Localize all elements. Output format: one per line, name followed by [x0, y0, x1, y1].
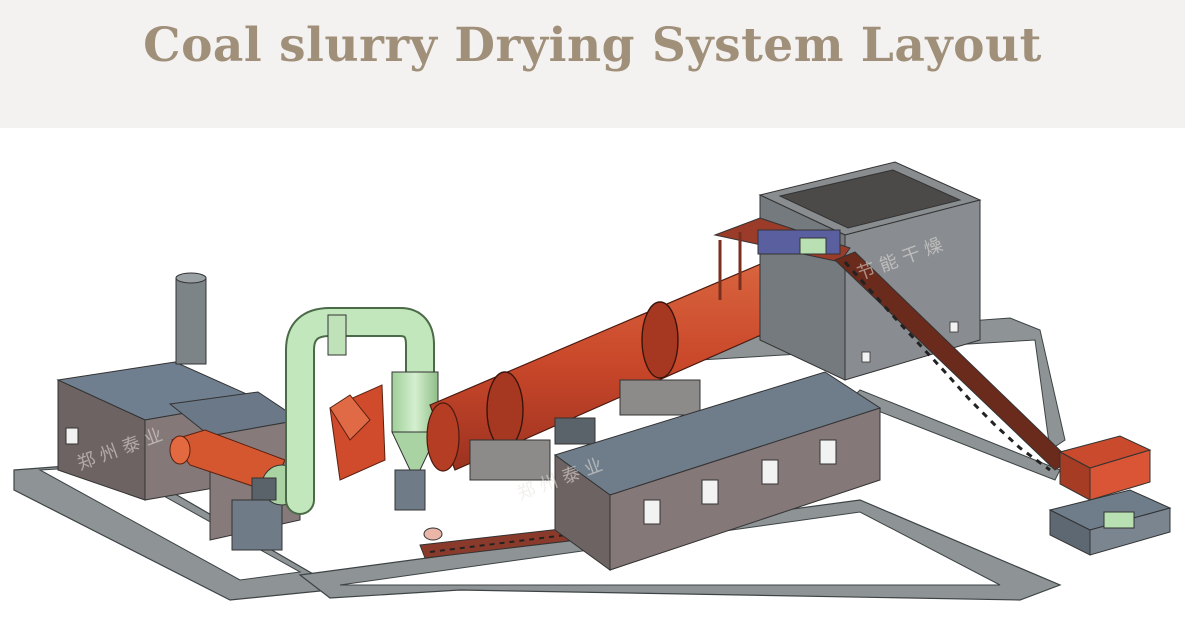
control-room [553, 371, 882, 571]
title-band [0, 0, 1185, 128]
steel-base-frame [13, 317, 1066, 601]
breaker-feeder [1048, 435, 1172, 556]
feed-conveyor [713, 217, 851, 300]
rotary-drum-dryer [426, 257, 797, 481]
chimney [175, 272, 207, 365]
diagram-title: Coal slurry Drying System Layout [143, 18, 1042, 73]
cyclone-dust-collector [285, 307, 439, 515]
dryer-inlet-hood [329, 384, 386, 481]
layout-illustration: 郑 州 泰 业 郑 州 泰 业 节 能 干 燥 [13, 161, 1172, 601]
